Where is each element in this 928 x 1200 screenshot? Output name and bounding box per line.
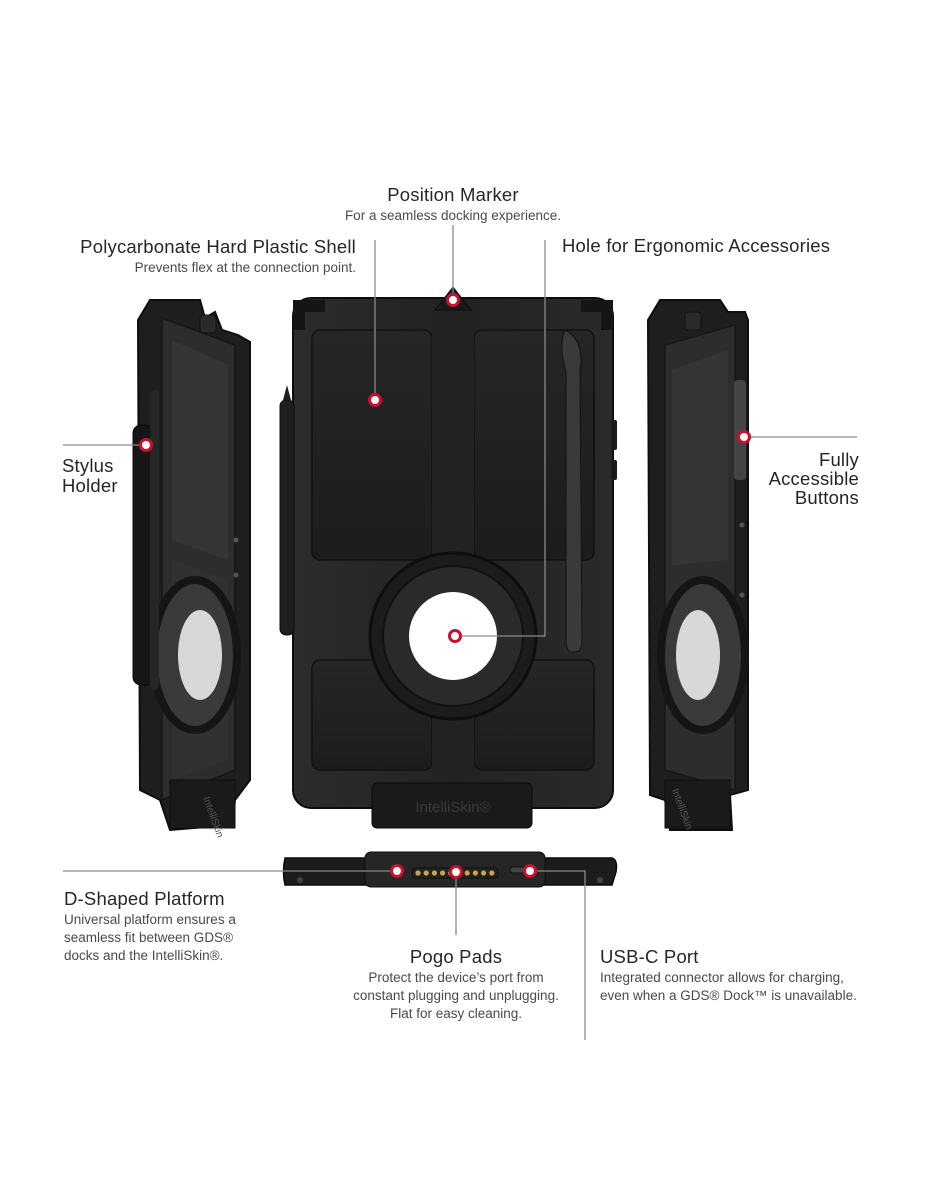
callout-title: USB-C Port — [600, 946, 699, 967]
center-front-view: IntelliSkin® — [279, 286, 617, 829]
callout-description-line: seamless fit between GDS® — [64, 930, 234, 945]
pogo-pin — [464, 870, 470, 876]
callout-title: Polycarbonate Hard Plastic Shell — [80, 236, 356, 257]
pogo-pin — [431, 870, 437, 876]
marker-buttons — [737, 430, 751, 444]
callout-description-line: even when a GDS® Dock™ is unavailable. — [600, 988, 857, 1003]
callout-description: Prevents flex at the connection point. — [134, 260, 356, 275]
leader-lines — [63, 225, 857, 1040]
right-side-view: IntelliSkin — [646, 299, 749, 831]
callout-title-line: Buttons — [794, 487, 859, 508]
pogo-pin — [415, 870, 421, 876]
callout-description: For a seamless docking experience. — [344, 208, 562, 223]
callout-ergonomic-hole: Hole for Ergonomic Accessories — [562, 235, 862, 257]
marker-pogo — [449, 865, 463, 879]
pogo-pin — [472, 870, 478, 876]
callout-description-line: Flat for easy cleaning. — [389, 1006, 523, 1021]
callout-title: D-Shaped Platform — [64, 888, 225, 909]
callout-title-line: Accessible — [768, 468, 859, 489]
callout-title: Position Marker — [387, 184, 519, 205]
callout-title: Pogo Pads — [409, 946, 503, 967]
left-side-view: IntelliSkin — [132, 299, 251, 839]
marker-ergonomic-hole — [448, 629, 462, 643]
callout-description-line: Protect the device’s port from — [368, 970, 544, 985]
callout-title: Hole for Ergonomic Accessories — [562, 235, 831, 256]
callout-description-line: docks and the IntelliSkin®. — [64, 948, 224, 963]
callout-d-platform: D-Shaped Platform Universal platform ens… — [64, 888, 304, 965]
callout-polycarbonate-shell: Polycarbonate Hard Plastic Shell Prevent… — [40, 236, 356, 277]
pogo-pin — [489, 870, 495, 876]
callout-description-line: Universal platform ensures a — [64, 912, 236, 927]
callout-accessible-buttons: Fully Accessible Buttons — [740, 450, 859, 507]
marker-d-platform — [390, 864, 404, 878]
pogo-pin — [423, 870, 429, 876]
callout-title-line: Fully — [818, 449, 859, 470]
pogo-pin — [440, 870, 446, 876]
center-logo: IntelliSkin® — [415, 799, 490, 816]
callout-description-line: Integrated connector allows for charging… — [600, 970, 844, 985]
callout-stylus-holder: Stylus Holder — [62, 456, 142, 496]
callout-position-marker: Position Marker For a seamless docking e… — [303, 184, 603, 225]
marker-shell — [368, 393, 382, 407]
marker-stylus — [139, 438, 153, 452]
callout-pogo-pads: Pogo Pads Protect the device’s port from… — [316, 946, 596, 1023]
callout-description-line: constant plugging and unplugging. — [353, 988, 559, 1003]
callout-title-line: Stylus — [62, 455, 114, 476]
callout-markers — [139, 293, 751, 879]
pogo-pin — [481, 870, 487, 876]
callout-title-line: Holder — [62, 475, 118, 496]
marker-usb-c — [523, 864, 537, 878]
callout-usb-c: USB-C Port Integrated connector allows f… — [600, 946, 900, 1005]
marker-position — [446, 293, 460, 307]
